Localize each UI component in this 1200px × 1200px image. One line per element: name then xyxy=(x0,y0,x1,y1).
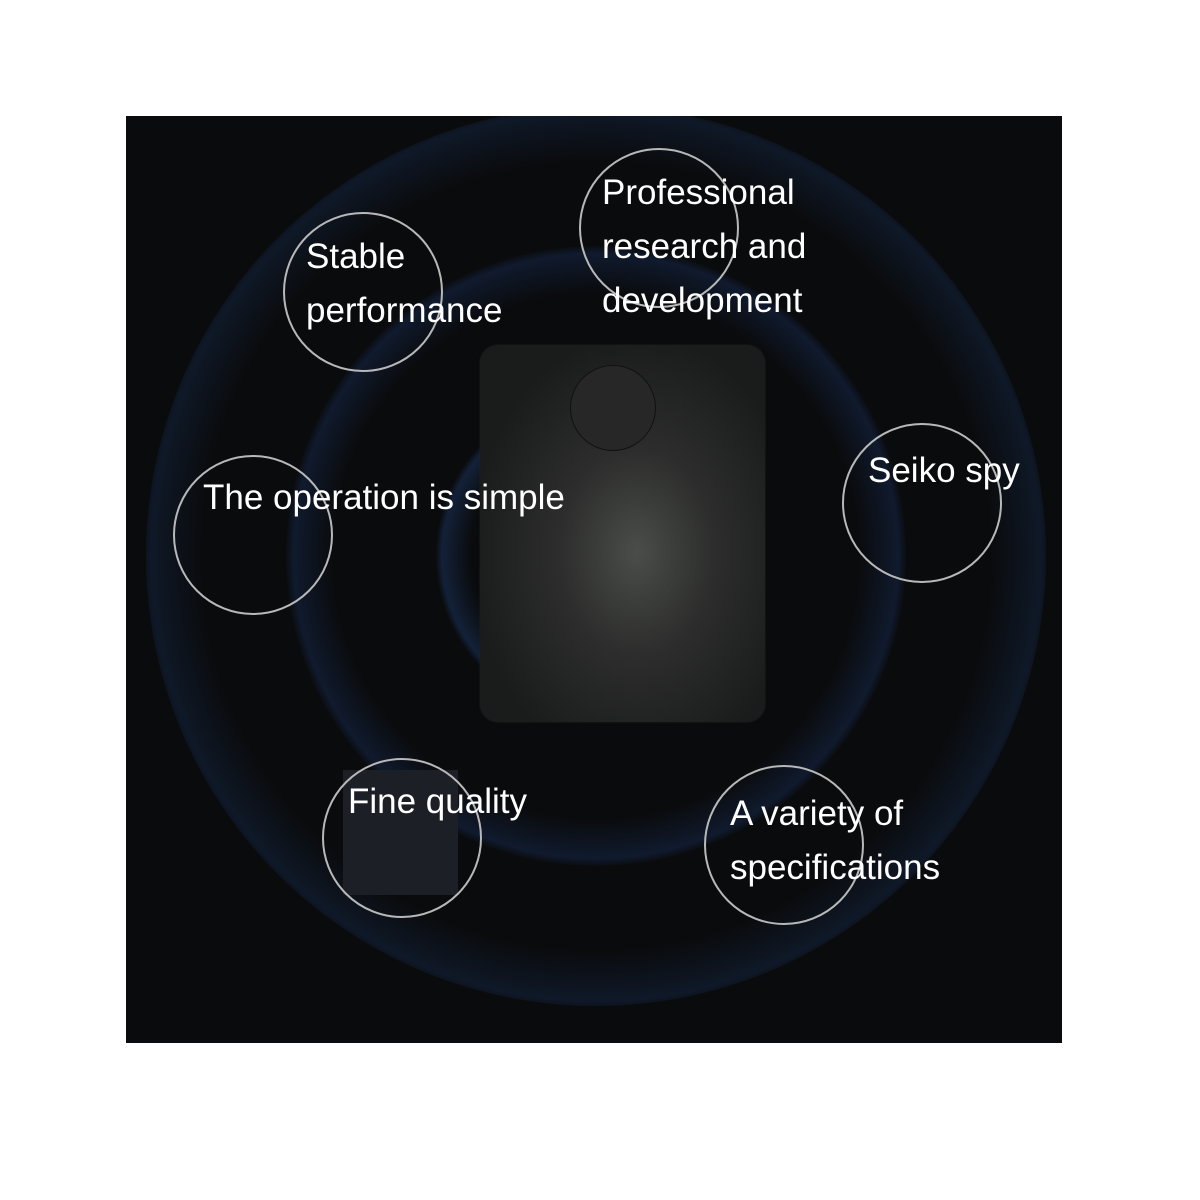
label-line: Stable xyxy=(306,237,406,276)
feature-label-operation: The operation is simple xyxy=(203,471,565,525)
label-line: Professional xyxy=(602,173,795,212)
feature-circle-seiko xyxy=(842,423,1002,583)
label-line: development xyxy=(602,281,803,320)
feature-label-fine: Fine quality xyxy=(348,775,527,829)
feature-label-seiko: Seiko spy xyxy=(868,444,1020,498)
feature-circle-variety xyxy=(704,765,864,925)
feature-label-stable: Stable performance xyxy=(306,230,502,338)
product-device xyxy=(480,345,765,722)
label-line: The operation is simple xyxy=(203,478,565,517)
feature-circle-stable xyxy=(283,212,443,372)
feature-label-variety: A variety of specifications xyxy=(730,787,940,895)
product-panel: Stable performance Professional research… xyxy=(126,116,1062,1043)
label-line: A variety of xyxy=(730,794,904,833)
label-line: performance xyxy=(306,291,503,330)
label-line: specifications xyxy=(730,848,941,887)
label-line: Seiko spy xyxy=(868,451,1020,490)
feature-circle-fine xyxy=(322,758,482,918)
label-line: Fine quality xyxy=(348,782,527,821)
device-button xyxy=(570,365,656,451)
label-line: research and xyxy=(602,227,807,266)
feature-circle-operation xyxy=(173,455,333,615)
feature-circle-professional xyxy=(579,148,739,308)
feature-label-professional: Professional research and development xyxy=(602,166,806,328)
